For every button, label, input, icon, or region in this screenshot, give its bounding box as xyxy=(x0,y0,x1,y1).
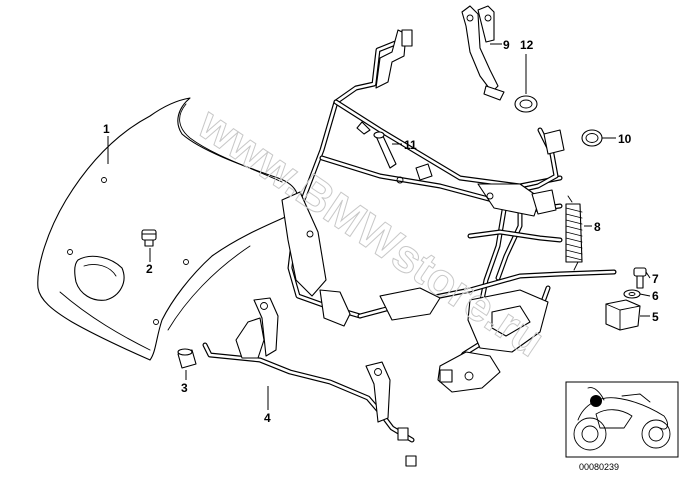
screw-part[interactable] xyxy=(633,267,647,289)
callout-6[interactable]: 6 xyxy=(652,289,659,303)
lever-bracket-part[interactable] xyxy=(461,5,505,101)
spring-coils xyxy=(565,207,583,261)
grommet-part[interactable] xyxy=(177,348,197,369)
callout-12[interactable]: 12 xyxy=(520,38,534,52)
callout-8[interactable]: 8 xyxy=(594,220,601,234)
callout-labels: 1 2 3 4 5 6 7 8 9 10 11 12 xyxy=(103,38,659,425)
callout-2[interactable]: 2 xyxy=(146,262,153,276)
callout-11[interactable]: 11 xyxy=(404,138,417,152)
callout-4[interactable]: 4 xyxy=(264,411,271,425)
bracket-rod-part[interactable] xyxy=(202,297,417,467)
thumbnail-frame xyxy=(565,381,679,458)
washer-part[interactable] xyxy=(623,289,641,299)
callout-3[interactable]: 3 xyxy=(181,381,188,395)
callout-5[interactable]: 5 xyxy=(652,310,659,324)
locator-thumbnail: 00080239 xyxy=(565,381,679,472)
reference-code: 00080239 xyxy=(579,462,619,472)
fairing-bracket-frame xyxy=(281,29,617,393)
callout-7[interactable]: 7 xyxy=(652,272,659,286)
callout-9[interactable]: 9 xyxy=(503,38,510,52)
pin-part[interactable] xyxy=(373,131,397,169)
rubber-block-part[interactable] xyxy=(605,299,641,331)
callout-1[interactable]: 1 xyxy=(103,122,110,136)
bolt-part[interactable] xyxy=(141,229,157,247)
tension-spring-part[interactable] xyxy=(565,195,583,271)
location-marker xyxy=(590,395,602,407)
callout-10[interactable]: 10 xyxy=(618,132,632,146)
leader-lines xyxy=(107,43,651,410)
fairing-panel-part[interactable] xyxy=(37,97,299,361)
o-ring-12-part[interactable] xyxy=(514,95,538,113)
o-ring-10-part[interactable] xyxy=(581,129,603,147)
